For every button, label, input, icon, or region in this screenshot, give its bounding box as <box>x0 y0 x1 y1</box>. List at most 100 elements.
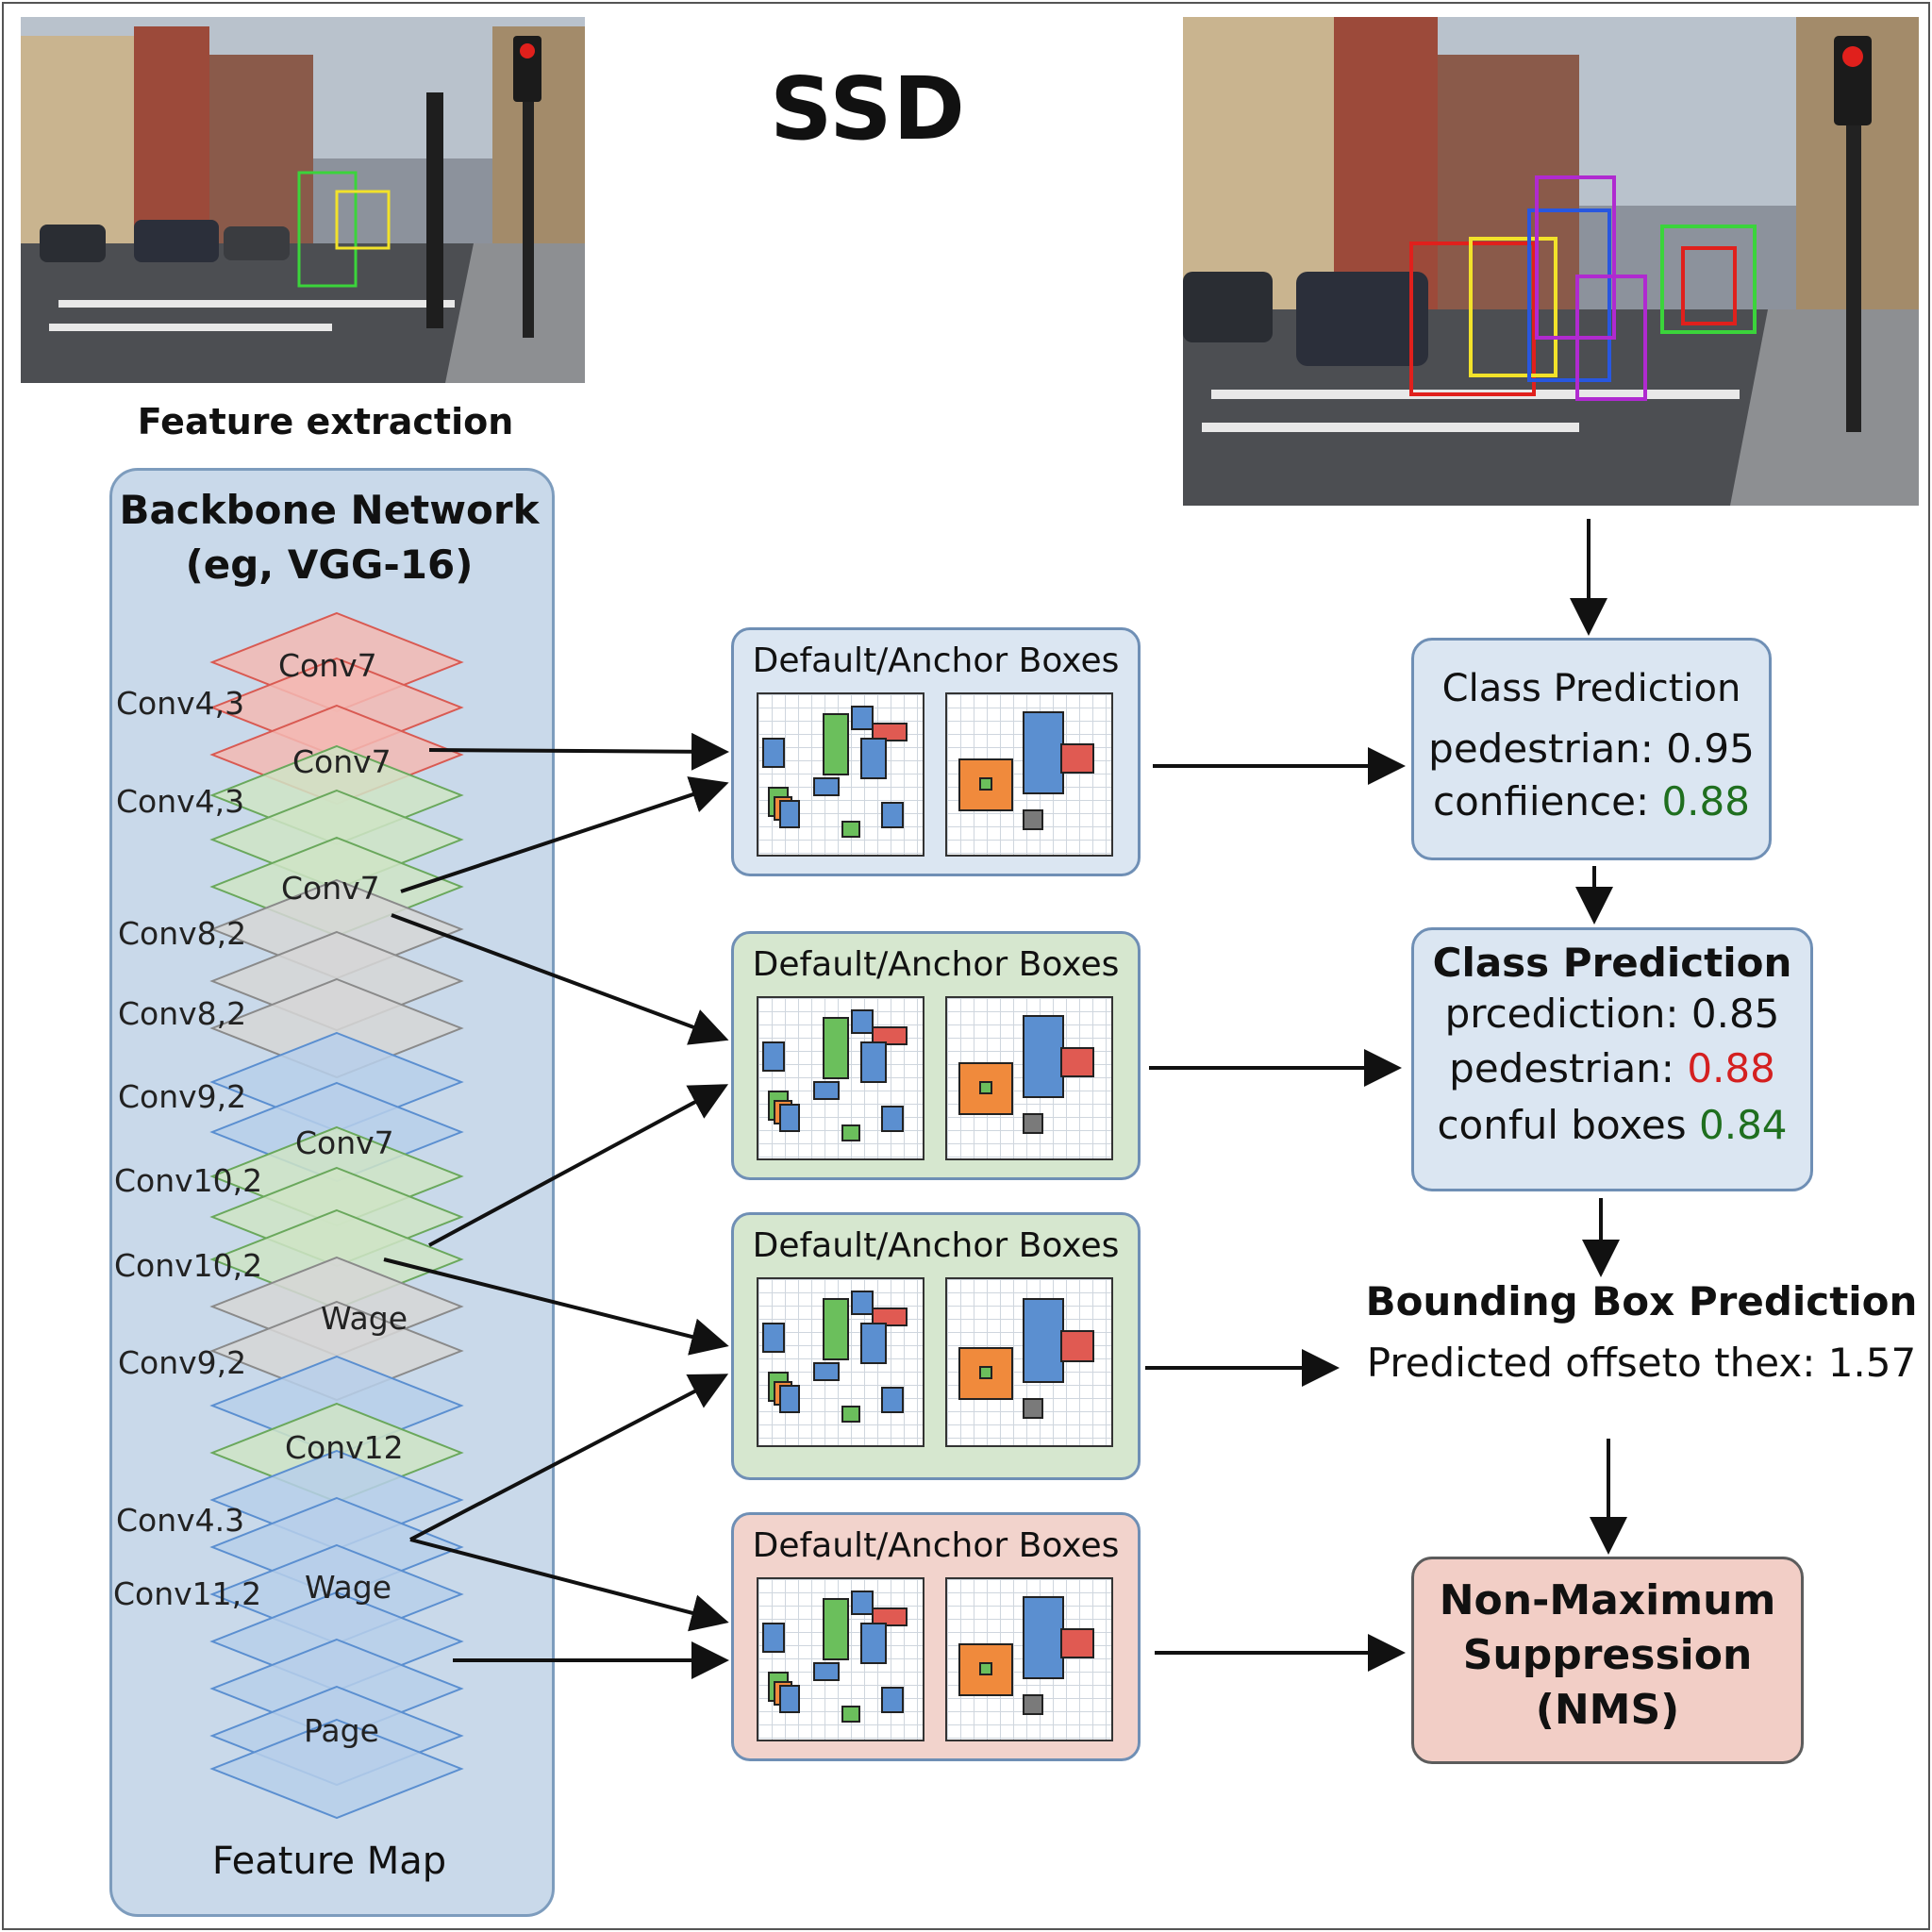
anchor-grid-single <box>945 1577 1113 1741</box>
layer-inner-label: Conv7 <box>278 647 377 684</box>
anchor-box <box>841 1406 860 1423</box>
layer-inner-label: Conv7 <box>295 1124 394 1161</box>
layer-inner-label: Conv12 <box>285 1429 404 1466</box>
anchor-box <box>872 1607 908 1626</box>
input-street-photo <box>21 17 585 383</box>
anchor-box <box>823 1298 849 1360</box>
anchor-grid-multi <box>757 1277 924 1447</box>
class-prediction-title: Class Prediction <box>1432 940 1792 986</box>
anchor-panel-title: Default/Anchor Boxes <box>752 1526 1120 1565</box>
anchor-panel-4: Default/Anchor Boxes <box>731 1512 1141 1761</box>
anchor-box <box>979 1662 992 1675</box>
anchor-box <box>762 738 785 768</box>
anchor-box <box>1023 711 1064 794</box>
layer-inner-label: Conv7 <box>292 743 391 780</box>
anchor-box <box>881 1106 904 1132</box>
backbone-title: Backbone Network (eg, VGG-16) <box>109 483 549 592</box>
arrow-conv-to-anchor-2 <box>391 913 729 1045</box>
feature-extraction-label: Feature extraction <box>137 401 514 442</box>
anchor-box <box>979 777 992 791</box>
anchor-box <box>1060 743 1094 774</box>
bounding-box-title: Bounding Box Prediction <box>1365 1278 1918 1324</box>
anchor-box <box>979 1366 992 1379</box>
arrow-conv-to-anchor-4 <box>409 1538 729 1632</box>
layer-side-label: Conv4,3 <box>116 685 245 722</box>
anchor-box <box>1023 1398 1043 1419</box>
anchor-box <box>860 1041 887 1083</box>
anchor-grid-multi <box>757 692 924 857</box>
anchor-box <box>851 1591 874 1615</box>
layer-side-label: Conv11,2 <box>113 1575 262 1612</box>
layer-side-label: Conv9,2 <box>118 1344 247 1381</box>
anchor-box <box>872 1026 908 1045</box>
anchor-box <box>841 821 860 838</box>
layer-side-label: Conv4,3 <box>116 783 245 820</box>
class-prediction-title: Class Prediction <box>1441 667 1741 710</box>
class-prediction-line: prcediction: 0.85 <box>1444 991 1780 1037</box>
anchor-box <box>860 738 887 779</box>
anchor-panel-1: Default/Anchor Boxes <box>731 627 1141 876</box>
arrow-conv-to-anchor-1b <box>400 776 729 893</box>
anchor-box <box>779 1685 800 1713</box>
arrow-conv-to-anchor-3 <box>383 1257 729 1356</box>
arrow-conv-to-anchor-1 <box>428 732 729 771</box>
nms-box: Non-Maximum Suppression (NMS) <box>1411 1557 1804 1764</box>
anchor-box <box>851 1009 874 1034</box>
anchor-box <box>762 1623 785 1653</box>
class-prediction-line: conful boxes 0.84 <box>1414 1102 1810 1148</box>
confidence-label: confiience: <box>1433 778 1662 824</box>
layer-inner-label: Wage <box>321 1300 408 1337</box>
anchor-box <box>813 1362 840 1381</box>
class-prediction-box-2: Class Prediction prcediction: 0.85 pedes… <box>1411 927 1813 1191</box>
anchor-box <box>823 713 849 775</box>
anchor-box <box>779 800 800 828</box>
class-prediction-line: pedestrian: 0.88 <box>1414 1045 1810 1091</box>
layer-side-label: Conv10,2 <box>114 1247 263 1284</box>
nms-line1: Non-Maximum <box>1439 1576 1776 1624</box>
backbone-title-line2: (eg, VGG-16) <box>185 541 474 588</box>
anchor-box <box>813 1081 840 1100</box>
anchor-box <box>872 1307 908 1326</box>
anchor-box <box>841 1124 860 1141</box>
arrow-conv-to-anchor-2b <box>428 1084 729 1247</box>
layer-inner-label: Page <box>304 1712 379 1749</box>
anchor-box <box>860 1623 887 1664</box>
anchor-panel-title: Default/Anchor Boxes <box>752 1226 1120 1265</box>
anchor-grid-single <box>945 996 1113 1160</box>
diagram-title: SSD <box>770 58 966 159</box>
boxes-label: conful boxes <box>1437 1102 1700 1148</box>
anchor-box <box>1060 1628 1094 1658</box>
anchor-grid-single <box>945 1277 1113 1447</box>
layer-side-label: Conv9,2 <box>118 1078 247 1115</box>
pedestrian-value: 0.88 <box>1687 1045 1775 1091</box>
anchor-box <box>762 1041 785 1072</box>
anchor-box <box>1060 1047 1094 1077</box>
anchor-box <box>1023 1694 1043 1715</box>
layer-side-label: Conv8,2 <box>118 915 247 952</box>
anchor-box <box>1023 1113 1043 1134</box>
anchor-box <box>841 1706 860 1723</box>
nms-line3: (NMS) <box>1535 1686 1680 1734</box>
confidence-value: 0.88 <box>1661 778 1750 824</box>
anchor-panel-title: Default/Anchor Boxes <box>752 945 1120 984</box>
anchor-box <box>779 1104 800 1132</box>
layer-inner-label: Conv7 <box>281 870 380 907</box>
output-detection-photo <box>1183 17 1919 506</box>
anchor-box <box>958 1062 1013 1115</box>
anchor-panel-title: Default/Anchor Boxes <box>752 641 1120 680</box>
anchor-box <box>881 1687 904 1713</box>
anchor-grid-multi <box>757 1577 924 1741</box>
anchor-grid-single <box>945 692 1113 857</box>
anchor-box <box>762 1323 785 1353</box>
anchor-box <box>881 1387 904 1413</box>
class-prediction-box-1: Class Prediction pedestrian: 0.95 confii… <box>1411 638 1772 860</box>
layer-side-label: Conv4.3 <box>116 1502 245 1539</box>
pedestrian-label: pedestrian: <box>1449 1045 1688 1091</box>
anchor-box <box>851 706 874 730</box>
anchor-box <box>823 1017 849 1079</box>
backbone-title-line1: Backbone Network <box>119 487 540 533</box>
bounding-box-offset: Predicted offseto thex: 1.57 <box>1366 1340 1917 1386</box>
